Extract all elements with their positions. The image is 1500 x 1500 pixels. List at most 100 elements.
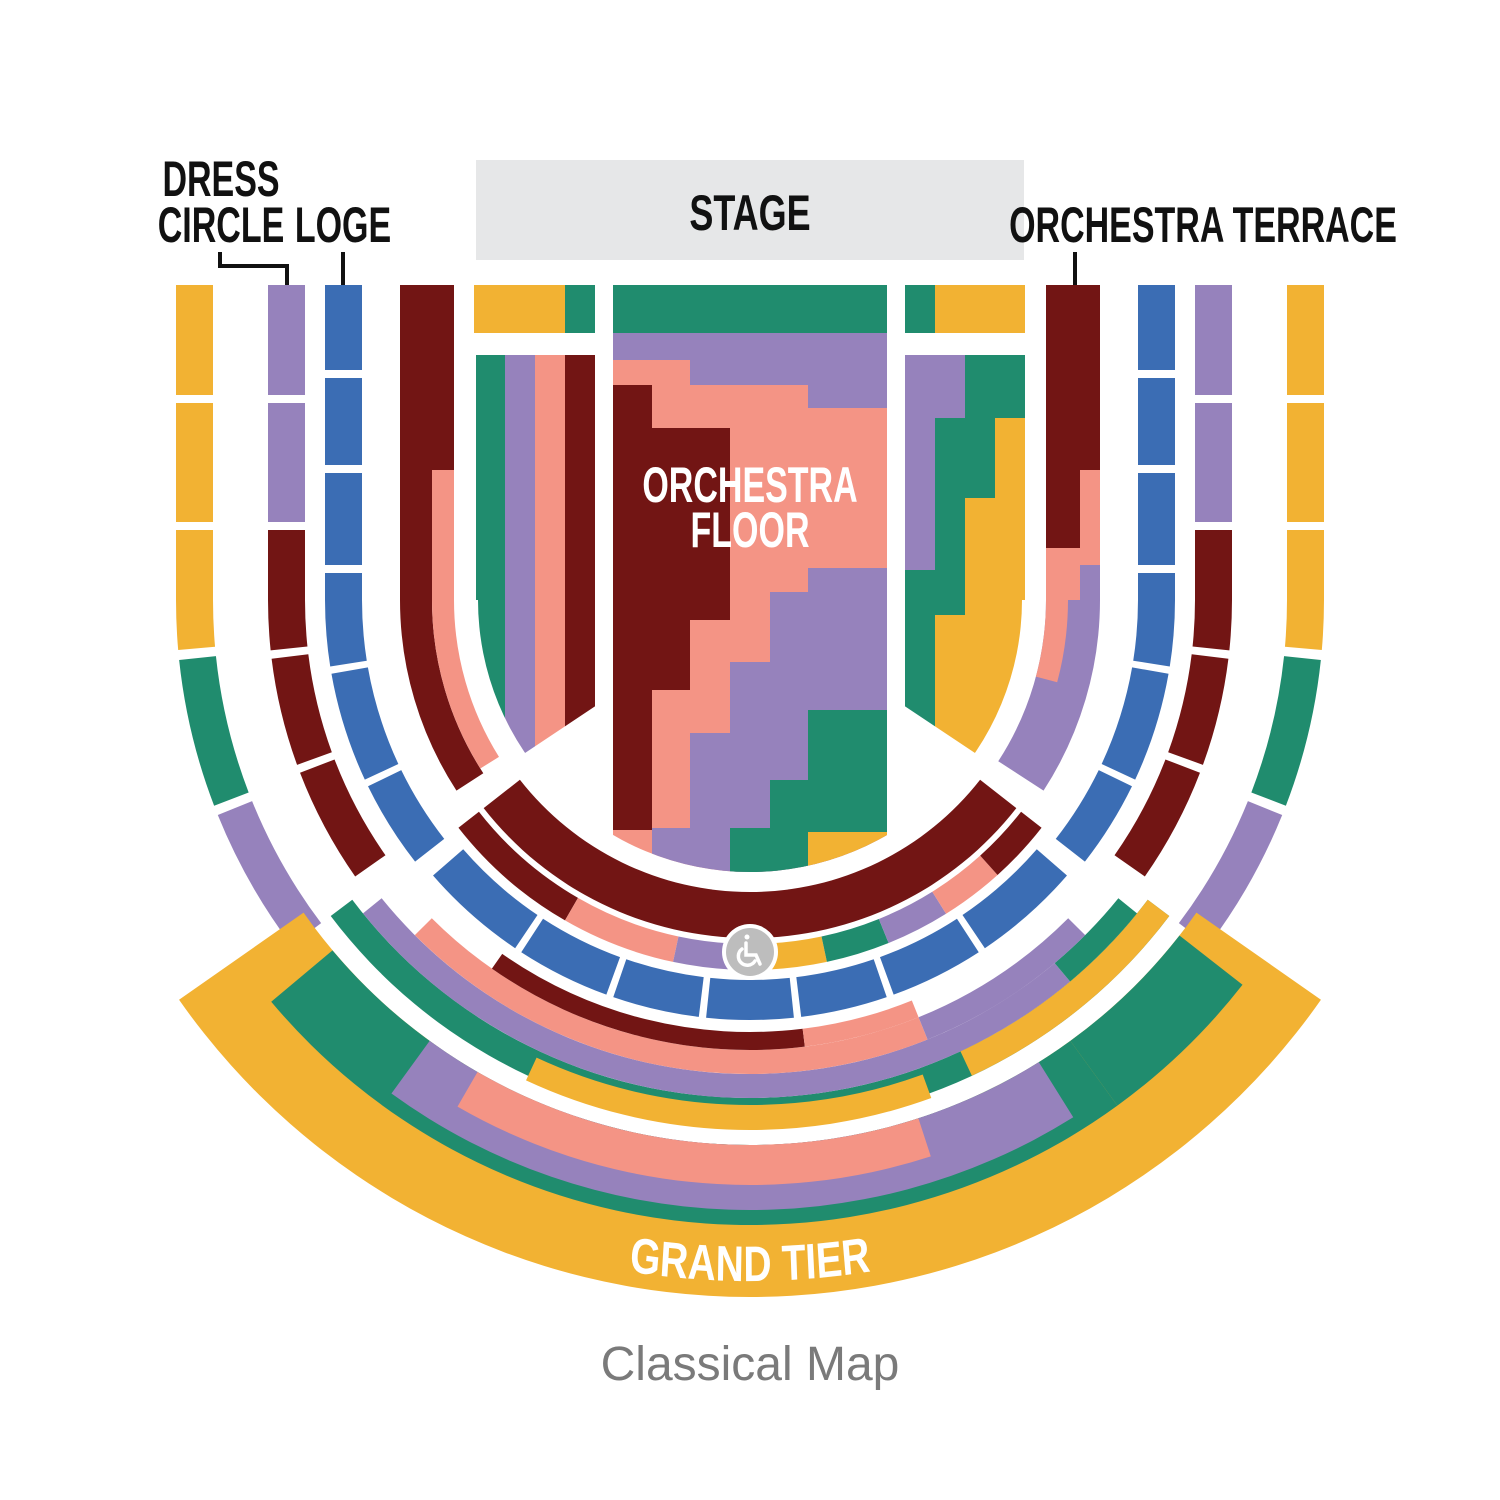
- orchestra-terrace-left[interactable]: [432, 600, 499, 769]
- loge-center[interactable]: [706, 977, 794, 1020]
- outer-circle-right[interactable]: [1284, 600, 1324, 651]
- mid-tier-row[interactable]: [918, 918, 1086, 1040]
- grand-tier[interactable]: [179, 912, 1321, 1297]
- loge-right[interactable]: [1138, 285, 1175, 370]
- orchestra-terrace-rear[interactable]: [980, 811, 1042, 875]
- loge-right[interactable]: [1133, 600, 1175, 667]
- mid-tier-row[interactable]: [1054, 898, 1138, 982]
- dress-circle-right[interactable]: [1168, 654, 1229, 765]
- mid-tier-row[interactable]: [414, 918, 928, 1074]
- mid-tier-row[interactable]: [526, 1057, 932, 1131]
- orchestra-terrace-rear[interactable]: [821, 918, 889, 962]
- loge-center[interactable]: [613, 959, 704, 1017]
- dress-circle-left[interactable]: [300, 759, 386, 877]
- orchestra-floor-section[interactable]: [613, 333, 887, 408]
- loge-left[interactable]: [325, 473, 362, 565]
- stage: [476, 160, 1024, 260]
- orchestra-left-front[interactable]: [565, 285, 595, 333]
- mid-tier-row[interactable]: [491, 953, 805, 1050]
- mid-tier-row[interactable]: [362, 898, 1071, 1098]
- grand-tier[interactable]: [1070, 935, 1243, 1106]
- dress-circle-right[interactable]: [1195, 285, 1232, 395]
- loge-label: LOGE: [295, 198, 391, 254]
- loge-right[interactable]: [1138, 378, 1175, 465]
- mid-tier-row[interactable]: [802, 1000, 919, 1047]
- orchestra-terrace-center[interactable]: [483, 779, 1017, 938]
- map-title: Classical Map: [601, 1338, 900, 1391]
- loge-center[interactable]: [433, 849, 538, 949]
- loge-right[interactable]: [1138, 473, 1175, 565]
- orchestra-right[interactable]: [965, 355, 995, 498]
- orchestra-terrace-rear[interactable]: [565, 897, 679, 962]
- orchestra-left[interactable]: [476, 355, 505, 855]
- orchestra-terrace-left[interactable]: [400, 285, 454, 470]
- dress-circle-right[interactable]: [1195, 530, 1232, 600]
- outer-circle-right[interactable]: [1251, 656, 1321, 806]
- loge-left[interactable]: [368, 770, 445, 862]
- loge-right[interactable]: [1138, 573, 1175, 600]
- outer-circle-left[interactable]: [217, 801, 322, 946]
- outer-circle-left[interactable]: [176, 530, 213, 600]
- orchestra-terrace-label: ORCHESTRA TERRACE: [1009, 198, 1397, 254]
- orchestra-terrace-left[interactable]: [432, 470, 454, 600]
- grand-tier[interactable]: [457, 1071, 931, 1185]
- orchestra-right[interactable]: [995, 355, 1025, 418]
- loge-center[interactable]: [521, 918, 621, 995]
- loge-center[interactable]: [879, 918, 979, 995]
- orchestra-terrace-rear[interactable]: [878, 891, 947, 944]
- orchestra-terrace-rear[interactable]: [458, 811, 578, 921]
- loge-right[interactable]: [1101, 667, 1169, 780]
- orchestra-floor-label-line1: ORCHESTRA: [642, 458, 857, 514]
- orchestra-terrace-left[interactable]: [400, 600, 484, 791]
- dress-circle-left[interactable]: [268, 530, 305, 600]
- loge-left[interactable]: [325, 378, 362, 465]
- orchestra-right-front[interactable]: [935, 285, 1025, 333]
- mid-tier-row[interactable]: [960, 899, 1170, 1076]
- dress-circle-leader-line: [218, 252, 289, 285]
- orchestra-left-front[interactable]: [474, 285, 565, 333]
- orchestra-right[interactable]: [935, 418, 965, 615]
- orchestra-right[interactable]: [905, 355, 935, 570]
- loge-left[interactable]: [331, 667, 399, 780]
- outer-circle-right[interactable]: [1287, 530, 1324, 600]
- dress-circle-right[interactable]: [1192, 600, 1232, 651]
- outer-circle-left[interactable]: [179, 656, 249, 806]
- orchestra-terrace-rear[interactable]: [673, 936, 732, 970]
- orchestra-right[interactable]: [935, 355, 965, 418]
- outer-circle-right[interactable]: [1178, 801, 1283, 946]
- outer-circle-right[interactable]: [1287, 285, 1324, 395]
- loge-right[interactable]: [1055, 770, 1132, 862]
- aisle: [888, 705, 978, 845]
- loge-left[interactable]: [325, 285, 362, 370]
- grand-tier[interactable]: [391, 1040, 1074, 1210]
- dress-circle-left[interactable]: [271, 654, 332, 765]
- loge-left[interactable]: [325, 573, 362, 600]
- orchestra-right-front[interactable]: [905, 285, 935, 333]
- dress-circle-left[interactable]: [268, 285, 305, 395]
- loge-center[interactable]: [962, 849, 1067, 949]
- orchestra-floor-section[interactable]: [613, 385, 730, 900]
- orchestra-terrace-rear[interactable]: [932, 855, 998, 914]
- orchestra-terrace-left[interactable]: [400, 470, 432, 600]
- accessible-seating-marker[interactable]: [722, 924, 778, 980]
- outer-circle-left[interactable]: [176, 403, 213, 522]
- dress-circle-right[interactable]: [1114, 759, 1200, 877]
- dress-circle-left[interactable]: [268, 600, 308, 651]
- loge-center[interactable]: [796, 959, 887, 1017]
- orchestra-terrace-right[interactable]: [998, 600, 1100, 791]
- orchestra-terrace-right[interactable]: [1035, 600, 1068, 683]
- dress-circle-left[interactable]: [268, 403, 305, 522]
- outer-circle-right[interactable]: [1287, 403, 1324, 522]
- orchestra-floor-section[interactable]: [730, 710, 887, 900]
- dress-circle-label-line2: CIRCLE: [158, 198, 285, 254]
- aisle: [522, 705, 612, 845]
- outer-circle-left[interactable]: [176, 285, 213, 395]
- orchestra-terrace-rear[interactable]: [768, 936, 827, 970]
- orchestra-terrace-right[interactable]: [1046, 285, 1100, 470]
- outer-circle-left[interactable]: [176, 600, 216, 651]
- orchestra-terrace-right[interactable]: [1080, 565, 1100, 600]
- loge-left[interactable]: [325, 600, 367, 667]
- orchestra-terrace-right[interactable]: [1046, 470, 1080, 548]
- dress-circle-right[interactable]: [1195, 403, 1232, 522]
- orchestra-floor-front[interactable]: [613, 285, 887, 333]
